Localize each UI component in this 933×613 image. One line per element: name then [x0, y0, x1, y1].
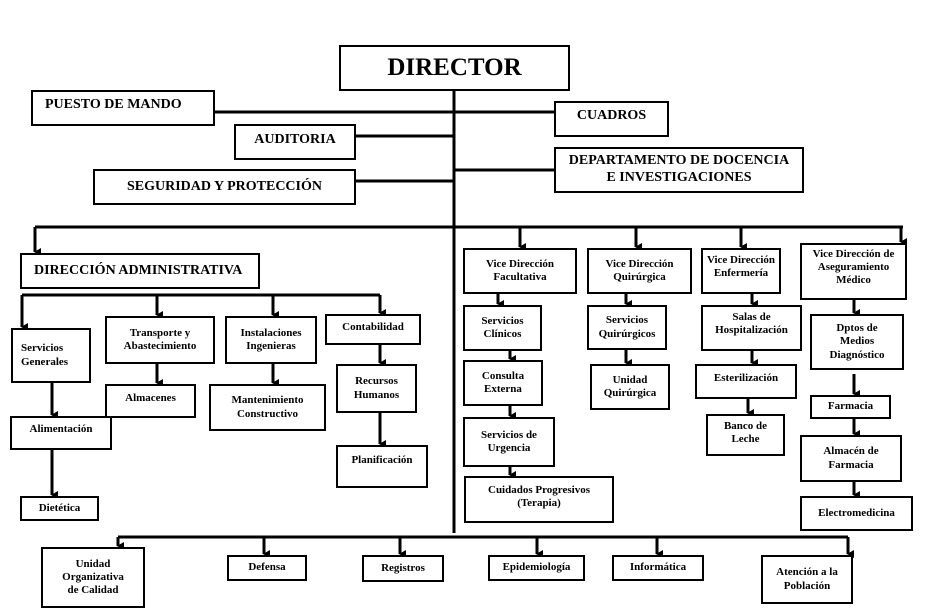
unit-mantenimiento-constructivo[interactable]: Mantenimiento Constructivo [209, 384, 326, 431]
unit-planificacion[interactable]: Planificación [336, 445, 428, 488]
staff-label: SEGURIDAD Y PROTECCIÓN [127, 178, 322, 194]
unit-label: Banco de Leche [723, 420, 768, 446]
unit-label: Recursos Humanos [353, 375, 400, 401]
unit-farmacia[interactable]: Farmacia [810, 395, 891, 419]
staff-auditoria[interactable]: AUDITORIA [234, 124, 356, 160]
unit-label: Planificación [351, 454, 413, 466]
unit-almacen-farmacia[interactable]: Almacén de Farmacia [800, 435, 902, 482]
unit-cuidados-progresivos[interactable]: Cuidados Progresivos (Terapia) [464, 476, 614, 523]
unit-label: Atención a la Población [776, 566, 838, 592]
unit-label: Vice Dirección de Aseguramiento Médico [812, 248, 895, 287]
unit-calidad[interactable]: Unidad Organizativa de Calidad [41, 547, 145, 608]
unit-informatica[interactable]: Informática [612, 555, 704, 581]
unit-label: Dietética [38, 501, 81, 514]
unit-label: Salas de Hospitalización [715, 311, 788, 337]
unit-label: Servicios Generales [21, 342, 69, 368]
unit-label: Alimentación [29, 423, 93, 435]
unit-label: Instalaciones Ingenieras [240, 326, 302, 352]
unit-label: Farmacia [827, 400, 874, 413]
unit-label: Servicios de Urgencia [481, 428, 537, 454]
unit-label: Cuidados Progresivos (Terapia) [488, 484, 590, 510]
unit-label: Mantenimiento Constructivo [231, 394, 304, 420]
unit-label: Consulta Externa [481, 369, 525, 395]
unit-electromedicina[interactable]: Electromedicina [800, 496, 913, 531]
direccion-administrativa-box[interactable]: DIRECCIÓN ADMINISTRATIVA [20, 253, 260, 289]
unit-servicios-urgencia[interactable]: Servicios de Urgencia [463, 417, 555, 467]
director-label: DIRECTOR [387, 54, 522, 81]
director-box[interactable]: DIRECTOR [339, 45, 570, 91]
unit-dptos-medios-diagnostico[interactable]: Dptos de Medios Diagnóstico [810, 314, 904, 370]
unit-label: Electromedicina [818, 506, 895, 519]
unit-label: Unidad Quirúrgica [603, 373, 657, 399]
vice-direccion-facultativa[interactable]: Vice Dirección Facultativa [463, 248, 577, 294]
staff-puesto-de-mando[interactable]: PUESTO DE MANDO [31, 90, 215, 126]
direccion-administrativa-label: DIRECCIÓN ADMINISTRATIVA [34, 262, 243, 278]
unit-label: Esterilización [713, 372, 779, 384]
vice-direccion-aseguramiento-medico[interactable]: Vice Dirección de Aseguramiento Médico [800, 243, 907, 300]
unit-salas-hospitalizacion[interactable]: Salas de Hospitalización [701, 305, 802, 351]
vice-direccion-quirurgica[interactable]: Vice Dirección Quirúrgica [587, 248, 692, 294]
staff-label: AUDITORIA [254, 132, 336, 147]
unit-label: Informática [629, 561, 687, 574]
unit-almacenes[interactable]: Almacenes [105, 384, 196, 418]
unit-label: Vice Dirección Enfermería [706, 254, 776, 280]
unit-label: Vice Dirección Facultativa [485, 257, 555, 283]
unit-label: Epidemiología [502, 561, 571, 574]
unit-transporte-abastecimiento[interactable]: Transporte y Abastecimiento [105, 316, 215, 364]
unit-servicios-clinicos[interactable]: Servicios Clínicos [463, 305, 542, 351]
unit-unidad-quirurgica[interactable]: Unidad Quirúrgica [590, 364, 670, 410]
unit-label: Contabilidad [342, 321, 404, 333]
unit-consulta-externa[interactable]: Consulta Externa [463, 360, 543, 406]
unit-defensa[interactable]: Defensa [227, 555, 307, 581]
unit-servicios-quirurgicos[interactable]: Servicios Quirúrgicos [587, 305, 667, 350]
unit-contabilidad[interactable]: Contabilidad [325, 314, 421, 345]
unit-registros[interactable]: Registros [362, 555, 444, 582]
unit-servicios-generales[interactable]: Servicios Generales [11, 328, 91, 383]
staff-label: PUESTO DE MANDO [45, 97, 182, 112]
unit-label: Vice Dirección Quirúrgica [605, 257, 674, 283]
unit-label: Dptos de Medios Diagnóstico [829, 322, 885, 361]
unit-dietetica[interactable]: Dietética [20, 496, 99, 521]
staff-label: CUADROS [576, 108, 647, 123]
unit-label: Servicios Quirúrgicos [598, 314, 656, 340]
staff-seguridad-proteccion[interactable]: SEGURIDAD Y PROTECCIÓN [93, 169, 356, 205]
staff-docencia-investigaciones[interactable]: DEPARTAMENTO DE DOCENCIA E INVESTIGACION… [554, 147, 804, 193]
vice-direccion-enfermeria[interactable]: Vice Dirección Enfermería [701, 248, 781, 294]
unit-label: Defensa [248, 561, 286, 574]
unit-esterilizacion[interactable]: Esterilización [695, 364, 797, 399]
unit-label: Transporte y Abastecimiento [123, 326, 197, 352]
unit-epidemiologia[interactable]: Epidemiología [488, 555, 585, 581]
unit-label: Almacén de Farmacia [823, 445, 879, 471]
unit-label: Almacenes [125, 392, 176, 404]
staff-cuadros[interactable]: CUADROS [554, 101, 669, 137]
unit-atencion-poblacion[interactable]: Atención a la Población [761, 555, 853, 604]
unit-label: Registros [381, 561, 425, 574]
staff-label: DEPARTAMENTO DE DOCENCIA E INVESTIGACION… [568, 153, 790, 185]
unit-alimentacion[interactable]: Alimentación [10, 416, 112, 450]
unit-recursos-humanos[interactable]: Recursos Humanos [336, 364, 417, 413]
unit-banco-leche[interactable]: Banco de Leche [706, 414, 785, 456]
unit-label: Servicios Clínicos [481, 314, 524, 340]
unit-label: Unidad Organizativa de Calidad [62, 557, 124, 597]
unit-instalaciones-ingenieras[interactable]: Instalaciones Ingenieras [225, 316, 317, 364]
